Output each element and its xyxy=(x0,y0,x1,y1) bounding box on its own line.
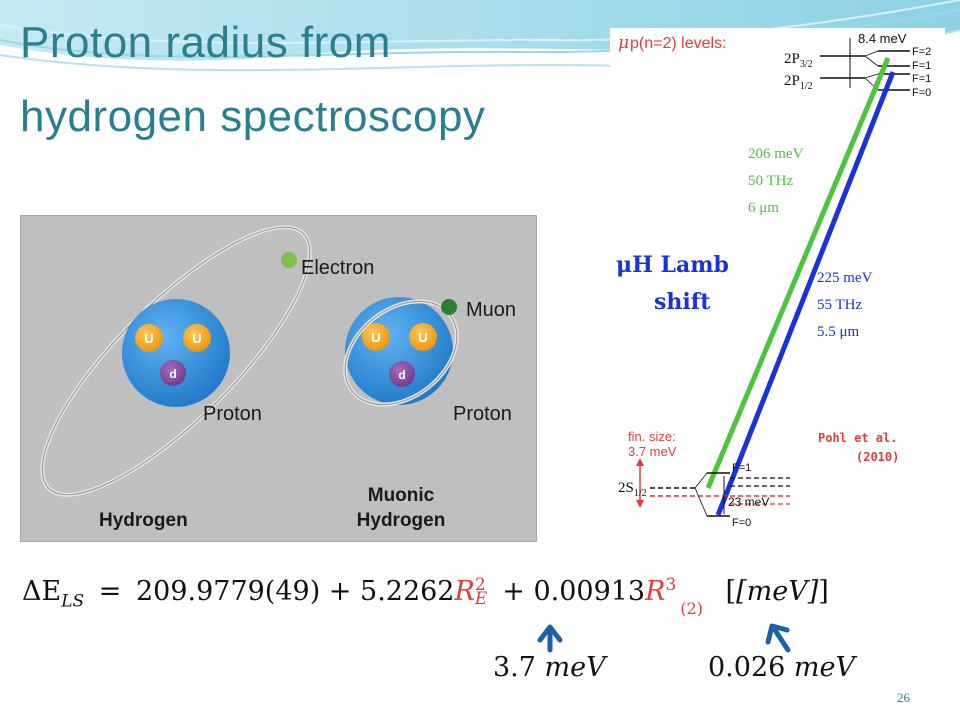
f-label-top-3: F=0 xyxy=(912,87,931,99)
quark-u-1 xyxy=(135,324,163,352)
eq-r3-subscript: (2) xyxy=(680,599,703,618)
slide-title-line1: Proton radius from xyxy=(20,18,391,67)
eq-r-cubed: R3 xyxy=(645,575,677,607)
energy-level-diagram: μ p(n=2) levels: 8.4 meV 2P3/2 2P1/2 F=2… xyxy=(610,28,945,533)
proton-label-left: Proton xyxy=(203,403,262,425)
muonic-quark-d-label: d xyxy=(398,368,405,382)
eq-equals: = xyxy=(98,576,122,607)
slide-number: 26 xyxy=(897,690,910,705)
muon-dot xyxy=(441,299,457,315)
reference-line1: Pohl et al. xyxy=(818,431,897,445)
finite-size-value: 3.7 meV xyxy=(493,652,606,683)
hfs-2s: 23 meV xyxy=(728,495,769,509)
atom-comparison-figure: U U d Electron Proton Hydrogen U U d Muo… xyxy=(20,215,537,542)
f0-bottom: F=0 xyxy=(732,517,751,529)
muon-label: Muon xyxy=(466,299,516,321)
quark-d xyxy=(160,360,186,386)
lamb-shift-line1: μH Lamb xyxy=(616,252,729,278)
state-2s: 2S1/2 xyxy=(618,480,647,499)
proton-muonic xyxy=(345,297,453,405)
fin-size-line1: fin. size: xyxy=(628,429,676,444)
r3-term-value: 0.026 meV xyxy=(708,652,855,683)
f-label-top-2: F=1 xyxy=(912,73,931,85)
blue-transition xyxy=(715,71,896,516)
green-transition xyxy=(705,57,891,489)
green-wavelength: 6 μm xyxy=(748,200,779,216)
electron-label: Electron xyxy=(301,257,374,279)
splitting-8-4: 8.4 meV xyxy=(858,31,907,46)
quark-u-2 xyxy=(183,324,211,352)
levels-header: p(n=2) levels: xyxy=(630,35,727,52)
eq-term1: 209.9779(49) + 5.2262 xyxy=(135,576,455,607)
proton-label-right: Proton xyxy=(453,403,512,425)
blue-wavelength: 5.5 μm xyxy=(817,324,860,340)
fin-size-line2: 3.7 meV xyxy=(628,444,677,459)
levels-header-mu: μ xyxy=(618,33,629,53)
muonic-quark-u-1-label: U xyxy=(371,330,380,345)
quark-u-1-label: U xyxy=(144,331,153,346)
electron-dot xyxy=(281,252,297,268)
green-energy: 206 meV xyxy=(748,146,804,162)
quark-d-label: d xyxy=(169,367,176,381)
muonic-label-line1: Muonic xyxy=(368,485,435,506)
quark-u-2-label: U xyxy=(192,331,201,346)
hydrogen-label: Hydrogen xyxy=(99,510,188,531)
reference-line2: (2010) xyxy=(856,450,899,464)
blue-frequency: 55 THz xyxy=(817,297,862,313)
slide-title-line2: hydrogen spectroscopy xyxy=(20,92,486,141)
eq-term2: + 0.00913 xyxy=(502,576,646,607)
green-frequency: 50 THz xyxy=(748,173,793,189)
f-label-top-1: F=1 xyxy=(912,60,931,72)
blue-energy: 225 meV xyxy=(817,270,873,286)
f-label-top-0: F=2 xyxy=(912,46,931,58)
proton-hydrogen xyxy=(122,299,230,407)
eq-lhs: ΔELS xyxy=(22,576,85,612)
eq-units: [[meV]] xyxy=(725,576,829,607)
state-2p12: 2P1/2 xyxy=(784,73,813,92)
lamb-shift-line2: shift xyxy=(654,289,711,315)
state-2p32: 2P3/2 xyxy=(784,51,813,70)
muonic-label-line2: Hydrogen xyxy=(357,510,446,531)
f1-bottom: F=1 xyxy=(732,462,751,474)
muonic-quark-u-2-label: U xyxy=(418,330,427,345)
